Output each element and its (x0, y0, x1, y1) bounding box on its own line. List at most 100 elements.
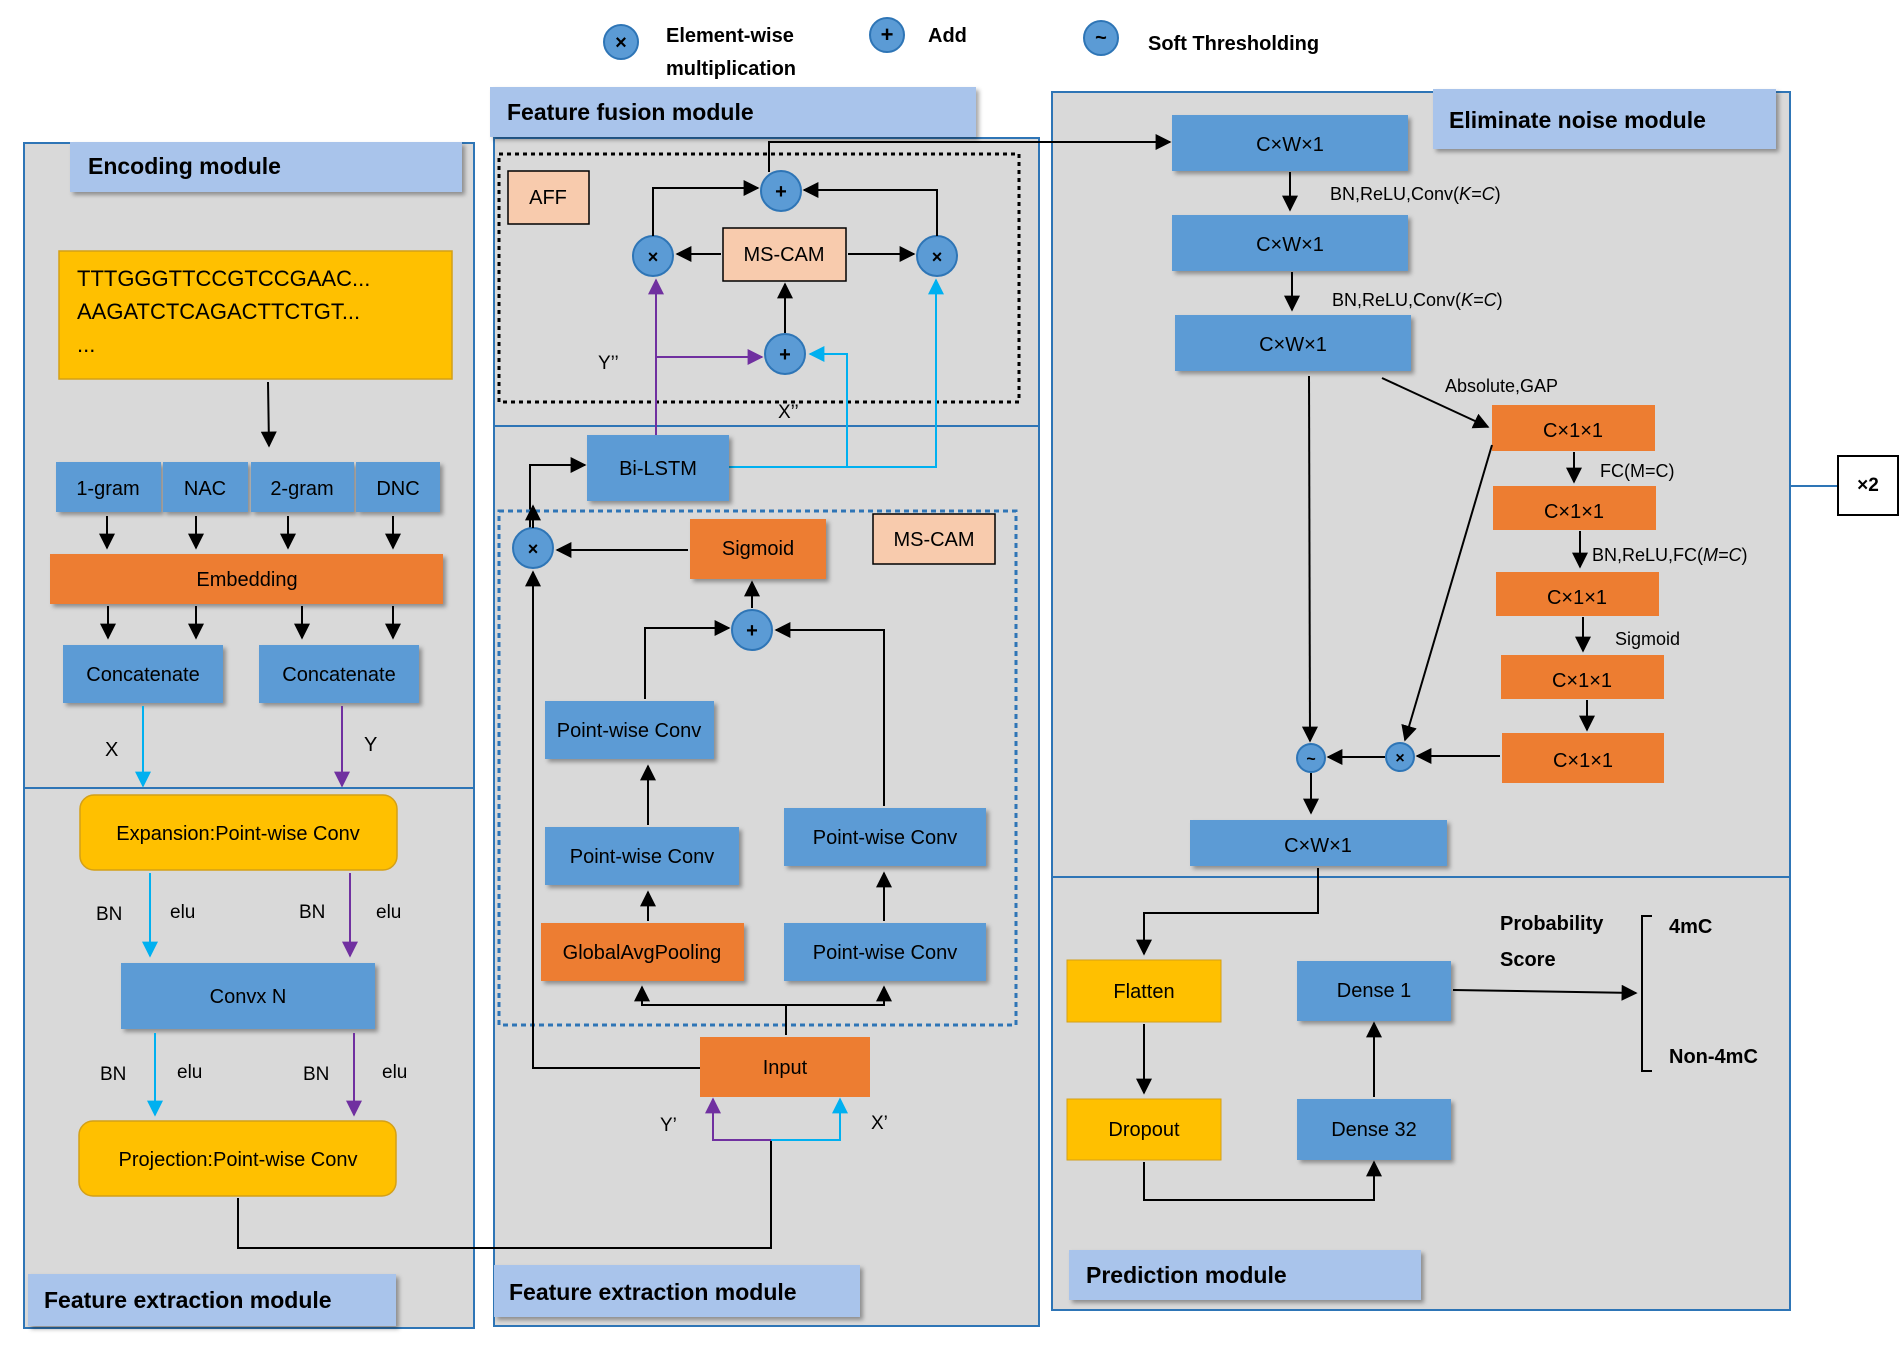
sigmoid-noise-label: Sigmoid (1615, 629, 1680, 649)
orange-box-4-label: C×1×1 (1552, 670, 1612, 692)
noise-mult-icon (1385, 742, 1415, 772)
input-label: Input (763, 1057, 808, 1079)
fusion-add-top-icon (760, 170, 802, 212)
embedding-label: Embedding (196, 569, 297, 591)
plus-symbol: + (775, 181, 787, 203)
pointwise-conv-4-box (784, 923, 986, 981)
pointwise-conv-2-box (545, 827, 739, 885)
noise-output-label: C×W×1 (1284, 835, 1352, 857)
gram1-label: 1-gram (76, 478, 139, 500)
bn-relu-fc-label: BN,ReLU,FC(M=C) (1592, 545, 1748, 565)
mscam-fusion-box (722, 227, 847, 282)
expansion-label: Expansion:Point-wise Conv (116, 823, 359, 845)
orange-box-4 (1501, 655, 1664, 699)
bilstm-box (587, 435, 729, 501)
conv-n-box (121, 963, 375, 1029)
dense32-label: Dense 32 (1331, 1119, 1417, 1141)
sequence-line-2: AAGATCTCAGACTTCTGT... (77, 299, 360, 324)
sequence-line-3: ... (77, 332, 95, 357)
bilstm-label: Bi-LSTM (619, 458, 697, 480)
aff-label: AFF (529, 187, 567, 209)
feature-fusion: AFF MS-CAM + × × + Y’’ X’’ Bi-LSTM (497, 134, 1172, 545)
module-labels: Encoding module Feature extraction modul… (28, 87, 1776, 1326)
sigmoid-label: Sigmoid (722, 538, 794, 560)
legend-mult-label-2: multiplication (666, 58, 796, 80)
pointwise-conv-3-box (784, 808, 986, 866)
bn-label: BN (303, 1064, 329, 1085)
eliminate-noise-title: Eliminate noise module (1449, 107, 1706, 133)
add-icon (869, 17, 905, 53)
noise-box-3-label: C×W×1 (1259, 334, 1327, 356)
nac-box (163, 462, 248, 512)
legend-soft-label: Soft Thresholding (1148, 33, 1319, 55)
prediction-title: Prediction module (1086, 1262, 1287, 1288)
plus-symbol: + (779, 344, 791, 366)
feature-extraction-left: Expansion:Point-wise Conv BN elu BN elu … (78, 794, 772, 1249)
soft-threshold-symbol: ~ (1095, 27, 1107, 49)
output-bracket (1641, 915, 1652, 1072)
elu-label: elu (382, 1062, 407, 1083)
noise-box-3 (1175, 315, 1411, 371)
multiply-icon (603, 24, 639, 60)
noise-soft-threshold-icon (1296, 743, 1326, 773)
x-double-prime-label: X’’ (778, 402, 799, 423)
mult-symbol: × (528, 539, 539, 559)
orange-box-5-label: C×1×1 (1553, 750, 1613, 772)
noise-output-box (1190, 820, 1447, 866)
class-non-4mc-label: Non-4mC (1669, 1046, 1758, 1068)
plus-symbol: + (746, 620, 758, 642)
x-prime-label: X’ (871, 1113, 888, 1134)
elu-label: elu (170, 902, 195, 923)
add-symbol: + (881, 22, 894, 47)
nac-label: NAC (184, 478, 226, 500)
y-prime-label: Y’ (660, 1115, 677, 1136)
feature-extraction-left-panel (23, 787, 475, 1329)
soft-threshold-icon (1083, 20, 1119, 56)
mid-add-icon (731, 609, 773, 651)
feature-fusion-title: Feature fusion module (507, 99, 754, 125)
sequence-box (58, 250, 453, 380)
prediction-panel (1051, 876, 1791, 1311)
noise-label-2: BN,ReLU,Conv(K=C) (1332, 290, 1503, 310)
dnc-label: DNC (376, 478, 419, 500)
mscam-mid-box (872, 513, 996, 565)
legend: × Element-wise multiplication + Add ~ So… (603, 17, 1319, 80)
aff-box (507, 170, 590, 225)
dropout-label: Dropout (1108, 1119, 1180, 1141)
conv-n-label: Convx N (210, 986, 287, 1008)
absolute-gap-label: Absolute,GAP (1445, 376, 1558, 396)
feature-extraction-left-title: Feature extraction module (44, 1287, 332, 1313)
score-label: Score (1500, 949, 1556, 971)
projection-box (78, 1120, 397, 1197)
orange-box-2 (1493, 486, 1656, 530)
fusion-add-bottom-icon (764, 333, 806, 375)
noise-label-1: BN,ReLU,Conv(K=C) (1330, 184, 1501, 204)
dnc-box (356, 462, 440, 512)
mscam-fusion-label: MS-CAM (743, 244, 824, 266)
sigmoid-box (690, 519, 826, 579)
encoding-module: TTTGGGTTCCGTCCGAAC... AAGATCTCAGACTTCTGT… (50, 250, 453, 788)
bn-label: BN (96, 904, 122, 925)
concatenate-y-label: Concatenate (282, 664, 395, 686)
encoding-module-title: Encoding module (88, 153, 281, 179)
fc-label: FC(M=C) (1600, 461, 1675, 481)
global-avg-pooling-label: GlobalAvgPooling (563, 942, 722, 964)
pointwise-conv-3-label: Point-wise Conv (813, 827, 958, 849)
global-avg-pooling-box (541, 923, 744, 981)
feature-extraction-mid-title: Feature extraction module (509, 1279, 797, 1305)
bn-label: BN (299, 902, 325, 923)
concatenate-y-box (259, 645, 419, 703)
pointwise-conv-1-box (545, 701, 714, 759)
pointwise-conv-1-label: Point-wise Conv (557, 720, 702, 742)
legend-mult-label-1: Element-wise (666, 25, 794, 47)
repeat-label: ×2 (1857, 475, 1879, 496)
dense1-box (1297, 961, 1451, 1021)
dense1-label: Dense 1 (1337, 980, 1412, 1002)
bn-label: BN (100, 1064, 126, 1085)
orange-box-3 (1496, 572, 1659, 616)
dense32-box (1297, 1099, 1451, 1160)
embedding-box (50, 554, 443, 604)
orange-box-2-label: C×1×1 (1544, 501, 1604, 523)
aff-dashed-box (497, 152, 1021, 404)
y-double-prime-label: Y’’ (598, 353, 619, 374)
